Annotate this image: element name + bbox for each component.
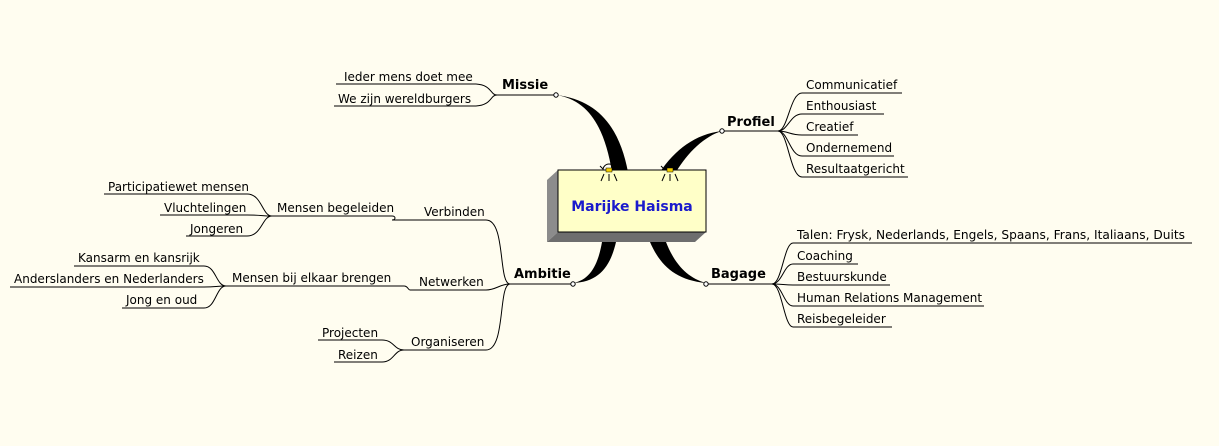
branch-bagage[interactable]: Bagage Talen: Frysk, Nederlands, Engels,…	[703, 228, 1192, 328]
branch-node-dot	[570, 281, 576, 287]
branch-label-ambitie: Ambitie	[514, 267, 571, 282]
svg-text:Anderslanders en Nederlanders: Anderslanders en Nederlanders	[14, 272, 204, 286]
svg-text:Enthousiast: Enthousiast	[806, 99, 877, 113]
svg-text:Reizen: Reizen	[338, 348, 378, 362]
svg-text:Projecten: Projecten	[322, 326, 378, 340]
list-item[interactable]: Enthousiast	[802, 99, 884, 115]
list-item[interactable]: We zijn wereldburgers	[334, 92, 476, 107]
center-label: Marijke Haisma	[571, 199, 693, 215]
svg-text:Creatief: Creatief	[806, 120, 854, 134]
list-item[interactable]: Creatief	[802, 120, 858, 136]
main-connectors	[556, 95, 722, 283]
svg-text:Netwerken: Netwerken	[419, 275, 484, 289]
branch-profiel[interactable]: Profiel Communicatief Enthousiast Creati…	[719, 78, 908, 178]
svg-text:Participatiewet mensen: Participatiewet mensen	[108, 180, 249, 194]
svg-text:Mensen begeleiden: Mensen begeleiden	[277, 201, 394, 215]
svg-text:Ondernemend: Ondernemend	[806, 141, 892, 155]
list-item[interactable]: Anderslanders en Nederlanders	[10, 272, 204, 288]
center-node[interactable]: Marijke Haisma	[547, 169, 707, 242]
connector-ambitie	[573, 242, 616, 283]
branch-label-bagage: Bagage	[711, 267, 766, 282]
bulb-icon	[660, 163, 680, 182]
branch-label-profiel: Profiel	[727, 115, 775, 130]
svg-text:Vluchtelingen: Vluchtelingen	[164, 201, 246, 215]
center-node-box	[557, 169, 707, 233]
svg-text:Organiseren: Organiseren	[411, 335, 484, 349]
svg-text:Human Relations Management: Human Relations Management	[797, 291, 982, 305]
svg-text:Coaching: Coaching	[797, 249, 853, 263]
connector-missie	[556, 95, 628, 172]
subbranch-organiseren[interactable]: Organiseren Projecten Reizen	[318, 326, 486, 363]
subbranch-netwerken[interactable]: Netwerken Mensen bij elkaar brengen Kans…	[10, 251, 486, 309]
list-item[interactable]: Bestuurskunde	[793, 270, 890, 286]
list-item[interactable]: Reizen	[334, 348, 382, 363]
svg-text:We zijn wereldburgers: We zijn wereldburgers	[338, 92, 471, 106]
svg-text:Reisbegeleider: Reisbegeleider	[797, 312, 886, 326]
branch-missie[interactable]: Missie Ieder mens doet mee We zijn werel…	[334, 70, 559, 107]
list-item[interactable]: Vluchtelingen	[160, 201, 247, 216]
branch-ambitie[interactable]: Ambitie Verbinden Mensen begeleiden Part…	[10, 180, 576, 363]
svg-text:Verbinden: Verbinden	[424, 205, 485, 219]
list-item[interactable]: Reisbegeleider	[793, 312, 892, 328]
list-item[interactable]: Talen: Frysk, Nederlands, Engels, Spaans…	[793, 228, 1192, 244]
branch-link	[475, 94, 498, 107]
svg-text:Kansarm en kansrijk: Kansarm en kansrijk	[78, 251, 200, 265]
list-item[interactable]: Participatiewet mensen	[104, 180, 249, 195]
svg-text:Jong en oud: Jong en oud	[125, 293, 197, 307]
bulb-icon	[599, 163, 619, 182]
list-item[interactable]: Jong en oud	[122, 293, 204, 309]
list-item[interactable]: Communicatief	[802, 78, 902, 94]
center-node-shadow-bottom	[547, 232, 706, 242]
subbranch-mensen-begeleiden[interactable]: Mensen begeleiden Participatiewet mensen…	[104, 180, 396, 237]
branch-node-dot	[703, 281, 709, 287]
list-item[interactable]: Coaching	[793, 249, 858, 265]
list-item[interactable]: Ondernemend	[802, 141, 894, 157]
connector-profiel	[660, 131, 722, 172]
svg-text:Talen: Frysk, Nederlands, Enge: Talen: Frysk, Nederlands, Engels, Spaans…	[796, 228, 1185, 242]
list-item[interactable]: Jongeren	[186, 222, 247, 237]
svg-text:Jongeren: Jongeren	[189, 222, 243, 236]
svg-text:Resultaatgericht: Resultaatgericht	[806, 162, 905, 176]
branch-node-dot	[553, 92, 559, 98]
svg-text:Communicatief: Communicatief	[806, 78, 898, 92]
svg-text:Ieder mens doet mee: Ieder mens doet mee	[344, 70, 473, 84]
subbranch-mensen-bij-elkaar-brengen[interactable]: Mensen bij elkaar brengen Kansarm en kan…	[10, 251, 411, 309]
branch-link	[475, 83, 498, 96]
list-item[interactable]: Projecten	[318, 326, 382, 341]
list-item[interactable]: Kansarm en kansrijk	[74, 251, 204, 267]
branch-node-dot	[719, 128, 725, 134]
connector-bagage	[650, 242, 706, 283]
center-node-shadow-side	[547, 170, 558, 242]
list-item[interactable]: Resultaatgericht	[802, 162, 908, 178]
svg-text:Bestuurskunde: Bestuurskunde	[797, 270, 887, 284]
svg-text:Mensen bij elkaar brengen: Mensen bij elkaar brengen	[232, 271, 391, 285]
branch-label-missie: Missie	[502, 78, 548, 93]
list-item[interactable]: Human Relations Management	[793, 291, 984, 307]
subbranch-verbinden[interactable]: Verbinden Mensen begeleiden Participatie…	[104, 180, 486, 237]
list-item[interactable]: Ieder mens doet mee	[336, 70, 476, 85]
